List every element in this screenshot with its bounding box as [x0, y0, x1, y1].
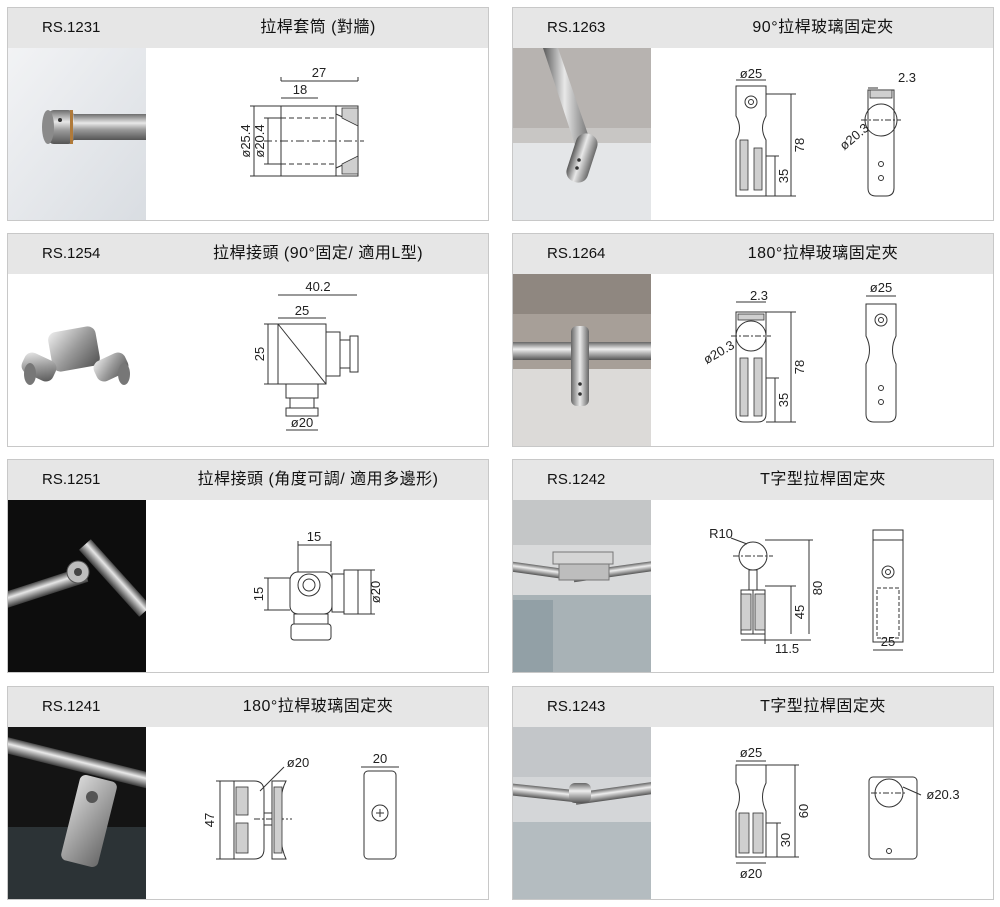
technical-drawing: 15 15 ø20 — [146, 500, 488, 672]
product-photo — [8, 500, 146, 672]
technical-drawing: ø25 60 30 ø20 ø20.3 — [651, 727, 993, 899]
product-code: RS.1243 — [547, 698, 606, 715]
product-card-rs1251: RS.1251 拉桿接頭 (角度可調/ 適用多邊形) — [7, 459, 489, 673]
product-photo — [513, 48, 651, 220]
dimension-label: ø20 — [740, 866, 762, 881]
product-title: 拉桿接頭 (角度可調/ 適用多邊形) — [197, 471, 439, 488]
product-photo — [8, 48, 146, 220]
dimension-label: 15 — [251, 587, 266, 601]
dimension-label: 45 — [792, 605, 807, 619]
product-code: RS.1263 — [547, 19, 606, 36]
product-card-rs1254: RS.1254 拉桿接頭 (90°固定/ 適用L型) — [7, 233, 489, 447]
product-title: T字型拉桿固定夾 — [760, 471, 886, 488]
technical-drawing: 27 18 ø25.4 ø20.4 — [146, 48, 488, 220]
dimension-label: 30 — [778, 833, 793, 847]
card-header: RS.1264 180°拉桿玻璃固定夾 — [513, 234, 993, 274]
dimension-label: ø25 — [870, 280, 892, 295]
dimension-label: ø25.4 — [238, 124, 253, 157]
dimension-label: ø20.3 — [701, 337, 737, 367]
product-code: RS.1254 — [42, 245, 101, 262]
dimension-label: ø25 — [740, 745, 762, 760]
dimension-label: 2.3 — [898, 70, 916, 85]
dimension-label: R10 — [709, 526, 733, 541]
card-header: RS.1242 T字型拉桿固定夾 — [513, 460, 993, 500]
card-header: RS.1241 180°拉桿玻璃固定夾 — [8, 687, 488, 727]
technical-drawing: 2.3 ø20.3 78 35 ø25 — [651, 274, 993, 446]
product-photo — [513, 274, 651, 446]
dimension-label: 47 — [202, 813, 217, 827]
card-header: RS.1254 拉桿接頭 (90°固定/ 適用L型) — [8, 234, 488, 274]
dimension-label: ø20.4 — [252, 124, 267, 157]
product-card-rs1231: RS.1231 拉桿套筒 (對牆) — [7, 7, 489, 221]
product-title: 180°拉桿玻璃固定夾 — [747, 245, 899, 262]
dimension-label: ø20 — [287, 755, 309, 770]
product-title: T字型拉桿固定夾 — [760, 698, 886, 715]
dimension-label: 25 — [881, 634, 895, 649]
dimension-label: ø25 — [740, 66, 762, 81]
card-header: RS.1251 拉桿接頭 (角度可調/ 適用多邊形) — [8, 460, 488, 500]
dimension-label: 80 — [810, 581, 825, 595]
product-code: RS.1242 — [547, 471, 606, 488]
product-photo — [513, 727, 651, 899]
dimension-label: 27 — [312, 65, 326, 80]
dimension-label: ø20.3 — [837, 120, 872, 153]
product-card-rs1264: RS.1264 180°拉桿玻璃固定夾 — [512, 233, 994, 447]
dimension-label: ø20 — [368, 581, 383, 603]
product-title: 90°拉桿玻璃固定夾 — [752, 19, 894, 36]
dimension-label: 15 — [307, 529, 321, 544]
dimension-label: ø20 — [291, 415, 313, 430]
dimension-label: 78 — [792, 360, 807, 374]
product-photo — [8, 727, 146, 899]
product-card-rs1241: RS.1241 180°拉桿玻璃固定夾 — [7, 686, 489, 900]
product-code: RS.1241 — [42, 698, 101, 715]
card-header: RS.1231 拉桿套筒 (對牆) — [8, 8, 488, 48]
product-title: 180°拉桿玻璃固定夾 — [242, 698, 394, 715]
dimension-label: 78 — [792, 138, 807, 152]
dimension-label: 11.5 — [775, 641, 799, 656]
dimension-label: 60 — [796, 804, 811, 818]
dimension-label: 35 — [776, 169, 791, 183]
product-title: 拉桿套筒 (對牆) — [260, 19, 376, 36]
product-photo — [8, 274, 146, 446]
technical-drawing: ø20 47 20 — [146, 727, 488, 899]
product-card-rs1242: RS.1242 T字型拉桿固定夾 — [512, 459, 994, 673]
technical-drawing: ø25 78 35 2.3 ø20.3 — [651, 48, 993, 220]
product-card-rs1243: RS.1243 T字型拉桿固定夾 — [512, 686, 994, 900]
card-header: RS.1263 90°拉桿玻璃固定夾 — [513, 8, 993, 48]
dimension-label: 25 — [295, 303, 309, 318]
product-code: RS.1231 — [42, 19, 101, 36]
dimension-label: 25 — [252, 347, 267, 361]
dimension-label: 2.3 — [750, 288, 768, 303]
product-card-rs1263: RS.1263 90°拉桿玻璃固定夾 — [512, 7, 994, 221]
product-code: RS.1251 — [42, 471, 101, 488]
dimension-label: ø20.3 — [926, 787, 959, 802]
dimension-label: 18 — [293, 82, 307, 97]
card-header: RS.1243 T字型拉桿固定夾 — [513, 687, 993, 727]
product-title: 拉桿接頭 (90°固定/ 適用L型) — [212, 245, 424, 262]
technical-drawing: 40.2 25 25 ø20 — [146, 274, 488, 446]
dimension-label: 35 — [776, 393, 791, 407]
technical-drawing: R10 80 45 11.5 25 — [651, 500, 993, 672]
dimension-label: 40.2 — [305, 279, 330, 294]
product-photo — [513, 500, 651, 672]
dimension-label: 20 — [373, 751, 387, 766]
product-code: RS.1264 — [547, 245, 606, 262]
